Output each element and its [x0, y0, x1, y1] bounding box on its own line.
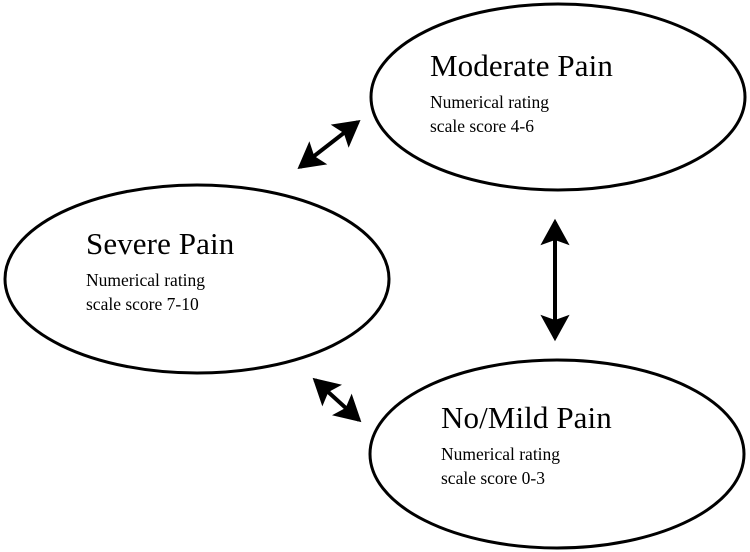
node-subtitle-severe-line2: scale score 7-10 [86, 294, 199, 315]
node-ellipse-nomild[interactable] [368, 358, 746, 550]
node-title-moderate: Moderate Pain [430, 48, 613, 83]
connector-severe-moderate [297, 120, 361, 169]
node-label-moderate: Moderate Pain Numerical rating scale sco… [430, 50, 613, 138]
node-label-severe: Severe Pain Numerical rating scale score… [86, 228, 234, 316]
node-subtitle-moderate-line1: Numerical rating [430, 92, 550, 112]
node-title-severe: Severe Pain [86, 226, 235, 261]
connector-severe-nomild [312, 377, 362, 423]
node-subtitle-moderate-line2: scale score 4-6 [430, 116, 534, 137]
node-label-nomild: No/Mild Pain Numerical rating scale scor… [441, 402, 612, 490]
node-subtitle-severe-line1: Numerical rating [86, 270, 206, 290]
node-subtitle-nomild-line2: scale score 0-3 [441, 468, 545, 489]
node-subtitle-nomild-line1: Numerical rating [441, 444, 561, 464]
node-title-nomild: No/Mild Pain [441, 400, 612, 435]
node-ellipse-moderate[interactable] [369, 2, 747, 192]
node-ellipse-severe[interactable] [3, 183, 391, 375]
